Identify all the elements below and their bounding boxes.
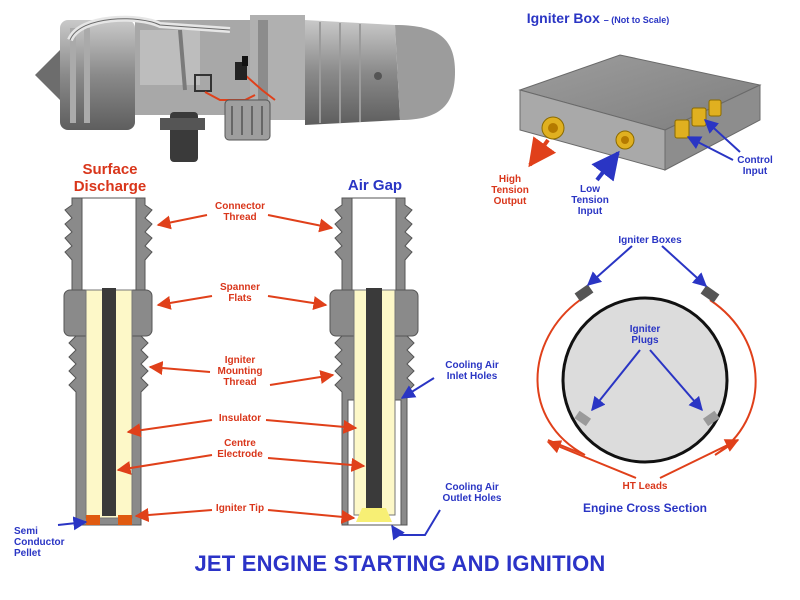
outlet-holes-line-1: Cooling Air xyxy=(445,482,499,493)
centre-electrode-label: Centre Electrode xyxy=(205,438,275,460)
cooling-air-outlet-holes-label: Cooling Air Outlet Holes xyxy=(432,482,512,504)
igniter-mounting-thread-label: Igniter Mounting Thread xyxy=(205,355,275,388)
lt-input-line-3: Input xyxy=(577,206,603,217)
control-input-arrow-1 xyxy=(686,136,734,161)
lt-input-arrow xyxy=(591,150,620,182)
centre-electrode-line-2: Electrode xyxy=(217,449,263,460)
high-tension-output-label: High Tension Output xyxy=(480,174,540,207)
lt-input-line-2: Tension xyxy=(571,195,609,206)
surface-discharge-line-1: Surface xyxy=(82,161,138,178)
air-gap-title: Air Gap xyxy=(347,177,403,194)
engine-cross-section-icon xyxy=(536,284,757,464)
connector-thread-label: Connector Thread xyxy=(205,201,275,223)
mounting-thread-line-2: Mounting xyxy=(217,366,263,377)
spanner-flats-line-2: Flats xyxy=(228,293,252,304)
igniter-tip-label: Igniter Tip xyxy=(215,503,265,514)
page-title: JET ENGINE STARTING AND IGNITION xyxy=(194,551,606,576)
air-gap-plug-icon xyxy=(329,197,419,526)
control-input-line-2: Input xyxy=(742,166,768,177)
igniter-plugs-line-2: Plugs xyxy=(631,335,659,346)
igniter-boxes-label: Igniter Boxes xyxy=(618,235,682,246)
control-input-line-1: Control xyxy=(737,155,773,166)
control-input-label: Control Input xyxy=(730,155,780,177)
cooling-air-inlet-holes-label: Cooling Air Inlet Holes xyxy=(432,360,512,382)
centre-electrode-line-1: Centre xyxy=(224,438,256,449)
ht-output-arrow xyxy=(528,136,557,168)
outlet-holes-line-2: Outlet Holes xyxy=(442,493,502,504)
ht-output-line-3: Output xyxy=(493,196,527,207)
surface-discharge-title: Surface Discharge xyxy=(60,161,160,195)
mounting-thread-line-1: Igniter xyxy=(224,355,256,366)
igniter-box-subtitle: – (Not to Scale) xyxy=(603,15,670,25)
engine-cross-section-caption: Engine Cross Section xyxy=(582,501,708,515)
inlet-holes-line-1: Cooling Air xyxy=(445,360,499,371)
pellet-line-3: Pellet xyxy=(14,548,41,559)
ht-output-line-1: High xyxy=(498,174,522,185)
control-input-arrow-2 xyxy=(703,119,741,153)
plug-label-arrows xyxy=(57,214,441,541)
inlet-holes-line-2: Inlet Holes xyxy=(446,371,498,382)
surface-discharge-plug-icon xyxy=(63,197,153,526)
igniter-box-title-text: Igniter Box xyxy=(526,10,600,26)
semi-conductor-pellet-label: Semi Conductor Pellet xyxy=(14,526,76,559)
cross-section-arrows xyxy=(546,245,740,479)
low-tension-input-label: Low Tension Input xyxy=(560,184,620,217)
lt-input-line-1: Low xyxy=(580,184,600,195)
spanner-flats-line-1: Spanner xyxy=(219,282,260,293)
connector-thread-line-1: Connector xyxy=(215,201,265,212)
insulator-label: Insulator xyxy=(218,413,262,424)
igniter-box-icon xyxy=(518,54,762,171)
igniter-plugs-line-1: Igniter xyxy=(629,324,661,335)
spanner-flats-label: Spanner Flats xyxy=(205,282,275,304)
ht-leads-label: HT Leads xyxy=(622,481,668,492)
connector-thread-line-2: Thread xyxy=(223,212,257,223)
surface-discharge-line-2: Discharge xyxy=(73,178,147,195)
jet-engine-cutaway-icon xyxy=(35,15,455,162)
pellet-line-1: Semi xyxy=(14,526,38,537)
igniter-plugs-label: Igniter Plugs xyxy=(620,324,670,346)
mounting-thread-line-3: Thread xyxy=(223,377,257,388)
igniter-box-title: Igniter Box – (Not to Scale) xyxy=(478,10,718,29)
ht-output-line-2: Tension xyxy=(491,185,529,196)
pellet-line-2: Conductor xyxy=(14,537,65,548)
